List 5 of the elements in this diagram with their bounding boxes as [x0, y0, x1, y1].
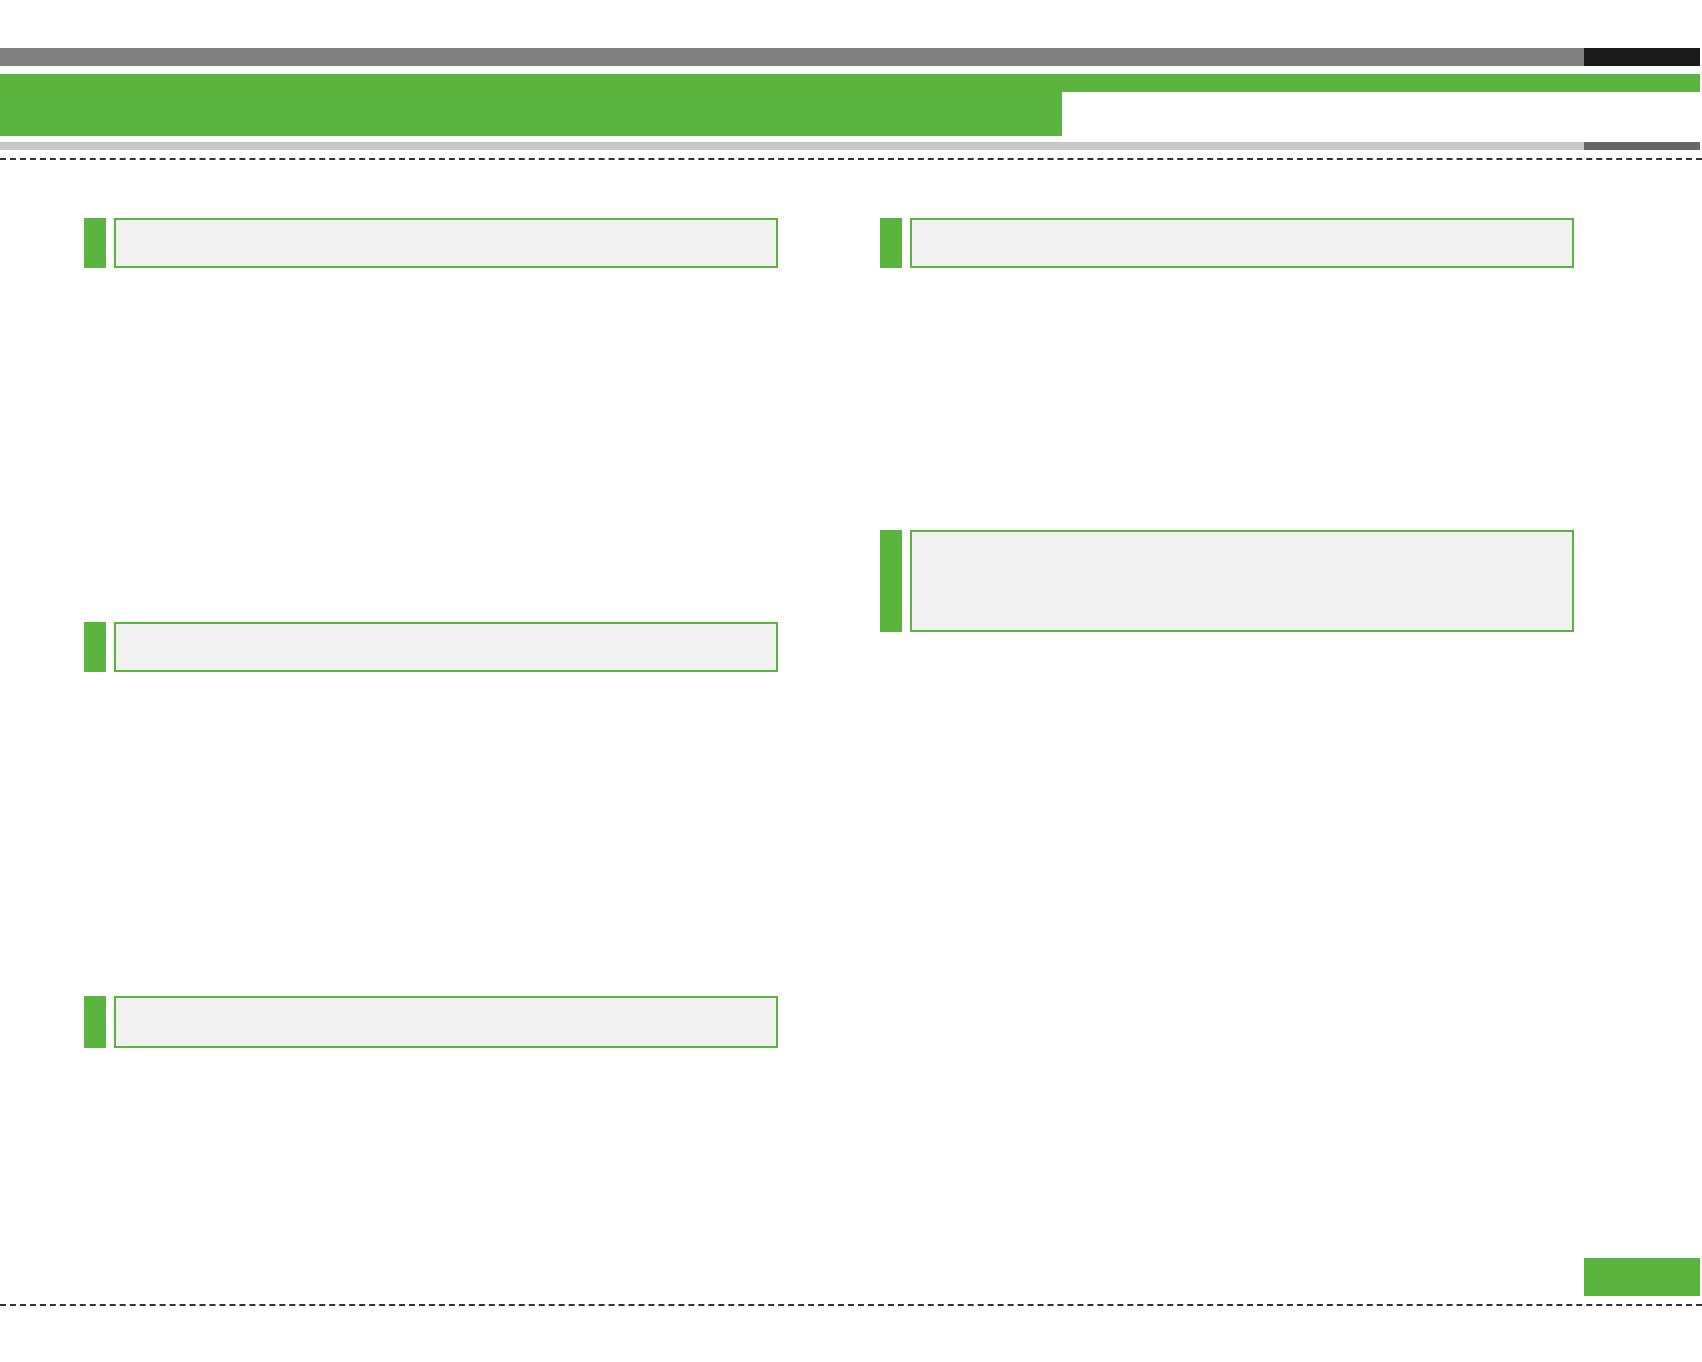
heading-box: [910, 530, 1574, 632]
heading-box: [114, 996, 778, 1048]
heading-box: [114, 218, 778, 268]
heading-box: [910, 218, 1574, 268]
heading-box: [114, 622, 778, 672]
